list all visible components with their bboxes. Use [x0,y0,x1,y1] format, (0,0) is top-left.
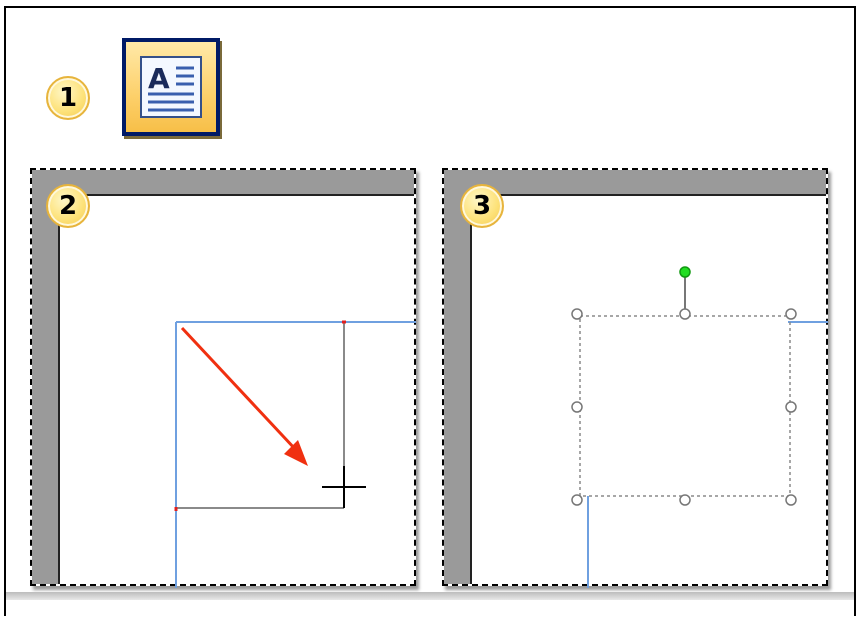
bottom-shadow [6,592,854,600]
step-number: 3 [472,191,492,221]
rotate-handle-icon [679,266,691,278]
text-box-glyph: A [148,62,170,95]
arrow-head-icon [284,440,308,466]
text-box-icon: A [140,56,202,118]
horizontal-ruler [32,170,414,194]
step-badge-3: 3 [460,184,504,228]
vertical-ruler [444,170,470,584]
document-page[interactable] [58,194,414,584]
drag-arrow [180,326,298,452]
step-number: 1 [58,83,78,113]
text-box-button[interactable]: A [122,38,220,136]
vertical-ruler [32,170,58,584]
resize-handle-top [679,308,691,320]
resize-handle-top-right [785,308,797,320]
step-badge-2: 2 [46,184,90,228]
resize-handle-bottom-right [785,494,797,506]
document-page[interactable] [470,194,826,584]
horizontal-ruler [444,170,826,194]
panel-text-box-selected [442,168,828,588]
resize-handle-right [785,401,797,413]
text-box-outline [579,315,791,497]
resize-handle-bottom [679,494,691,506]
selection-overlay [571,266,828,588]
resize-handle-bottom-left [571,494,583,506]
crosshair-cursor-icon [322,466,366,508]
resize-handle-top-left [571,308,583,320]
step-number: 2 [58,191,78,221]
draw-overlay [174,320,416,588]
panel-draw-text-box [30,168,416,588]
step-badge-1: 1 [46,76,90,120]
resize-handle-left [571,401,583,413]
